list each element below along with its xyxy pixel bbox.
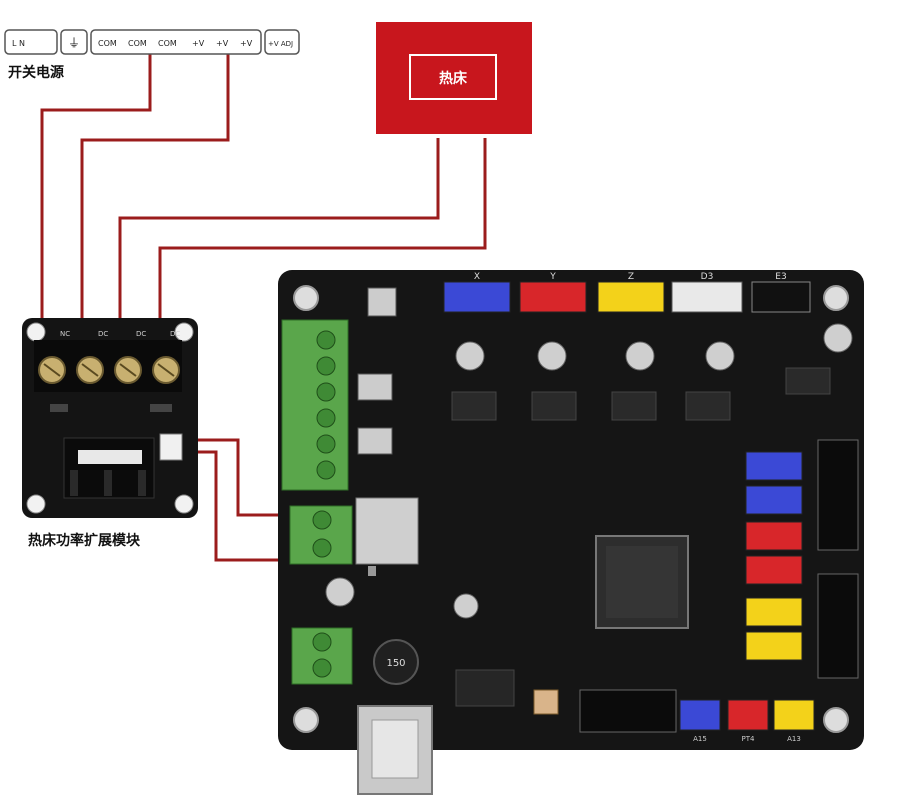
mosfet-pin-label: DC <box>170 330 180 338</box>
top-connector-labels: X Y Z D3 E3 <box>474 272 787 282</box>
wire-heatbed-1 <box>118 138 440 325</box>
psu-terminal-label: COM <box>98 39 117 48</box>
connector-label: E3 <box>775 272 786 282</box>
mosfet-module <box>22 318 198 518</box>
psu-terminal-label: +V <box>216 39 229 48</box>
connector-label: X <box>474 272 480 282</box>
mosfet-screw-terminals <box>34 340 182 392</box>
psu-terminal-label: COM <box>158 39 177 48</box>
side-connectors <box>745 451 803 661</box>
psu-terminal-labels: L N ⏚ COM COM COM +V +V +V +V ADJ <box>12 36 293 50</box>
psu-terminal-label: L N <box>12 39 25 48</box>
wires <box>40 45 487 562</box>
top-connectors <box>443 281 811 313</box>
main-power-terminal <box>281 319 349 491</box>
mainboard: X Y Z D3 E3 <box>278 270 864 795</box>
psu-caption: 开关电源 <box>8 65 64 81</box>
mcu <box>595 535 689 629</box>
power-input-terminal <box>291 627 353 685</box>
psu-terminal-label: +V <box>240 39 253 48</box>
connector-label: Y <box>549 272 556 282</box>
connector-label: A13 <box>787 735 801 743</box>
psu-terminal-label: +V ADJ <box>268 40 293 48</box>
wire-mosfet-out-2 <box>196 450 296 562</box>
psu-terminal-strip <box>4 29 300 55</box>
wire-heatbed-2 <box>158 138 487 325</box>
inductor-label: 150 <box>386 658 405 669</box>
bottom-connector-labels: A15 PT4 A13 <box>693 735 801 743</box>
mosfet-pin-label: DC <box>98 330 108 338</box>
psu-terminal-label: +V <box>192 39 205 48</box>
driver-chips <box>451 367 831 421</box>
psu-terminal-label: COM <box>128 39 147 48</box>
connector-label: PT4 <box>742 735 755 743</box>
heatbed <box>376 22 532 134</box>
connector-label: A15 <box>693 735 707 743</box>
mosfet-pin-label: NC <box>60 330 70 338</box>
capacitors <box>325 323 853 619</box>
connector-label: D3 <box>701 272 714 282</box>
mosfet-pin-labels: NC DC DC DC <box>60 330 180 338</box>
heatbed-terminal <box>289 505 353 565</box>
heatbed-label: 热床 <box>439 70 468 87</box>
wire-mosfet-out-1 <box>196 438 296 517</box>
wire-n <box>80 45 230 325</box>
psu-terminal-label: ⏚ <box>68 36 80 50</box>
mosfet-pin-label: DC <box>136 330 146 338</box>
wire-l <box>40 45 152 325</box>
connector-label: Z <box>628 272 634 282</box>
mosfet-caption: 热床功率扩展模块 <box>28 533 140 549</box>
bottom-connectors <box>679 699 815 731</box>
